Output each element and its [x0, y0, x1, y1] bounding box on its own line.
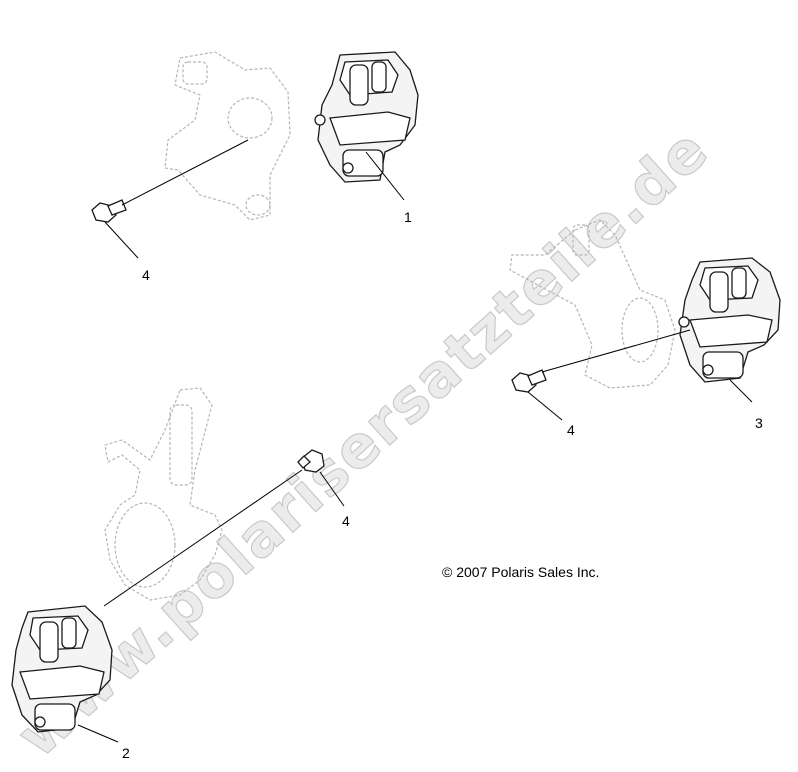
callout-4c: 4 [342, 513, 350, 529]
callout-4a: 4 [142, 267, 150, 283]
knuckle-bottom [104, 387, 223, 601]
bolt-1[interactable] [91, 199, 127, 223]
leader-4b [527, 391, 563, 421]
knuckle-right [509, 219, 676, 389]
callout-4b: 4 [567, 422, 575, 438]
bolt-3[interactable] [511, 369, 547, 393]
leader-1 [365, 151, 405, 201]
callout-1: 1 [404, 209, 412, 225]
leader-2 [77, 724, 119, 743]
callout-2: 2 [122, 745, 130, 761]
axis-line-1 [121, 139, 249, 206]
leader-3 [729, 379, 753, 403]
leader-4a [104, 221, 139, 259]
caliper-2[interactable] [11, 605, 113, 733]
caliper-1[interactable] [314, 51, 419, 183]
axis-line-2 [103, 469, 303, 607]
leader-4c [319, 471, 345, 507]
axis-line-3 [541, 329, 691, 373]
callout-3: 3 [755, 415, 763, 431]
knuckle-top-left [164, 51, 291, 221]
bolt-2[interactable] [297, 449, 325, 473]
copyright-text: © 2007 Polaris Sales Inc. [442, 564, 599, 580]
caliper-3[interactable] [678, 257, 781, 383]
